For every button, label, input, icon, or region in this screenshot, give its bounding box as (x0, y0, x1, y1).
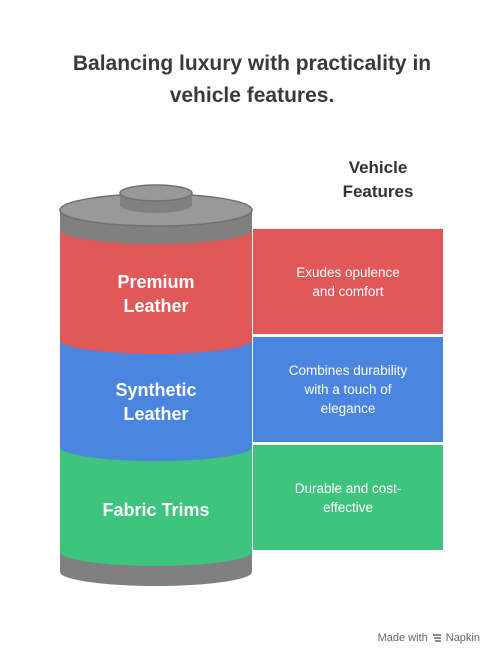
synthetic-desc-line-3: elegance (320, 401, 376, 416)
napkin-brand-text: Napkin (445, 632, 480, 644)
synthetic-label-line-1: Synthetic (115, 380, 197, 400)
desc-synthetic-leather: Combines durability with a touch of eleg… (253, 361, 443, 418)
made-with-napkin-footer[interactable]: Made with Napkin (378, 632, 480, 644)
side-heading-line-1: Vehicle (348, 158, 408, 177)
synthetic-label-line-2: Leather (123, 404, 189, 424)
synthetic-desc-line-2: with a touch of (304, 382, 392, 397)
desc-box-synthetic-bg (253, 337, 443, 442)
segment-label-premium-leather: Premium Leather (60, 270, 252, 318)
side-heading-line-2: Features (342, 182, 414, 201)
napkin-logo-icon (432, 634, 441, 642)
premium-desc-line-1: Exudes opulence (296, 265, 400, 280)
desc-premium-leather: Exudes opulence and comfort (253, 263, 443, 301)
segment-label-synthetic-leather: Synthetic Leather (60, 378, 252, 426)
page-title: Balancing luxury with practicality in ve… (0, 48, 504, 112)
fabric-desc-line-2: effective (322, 500, 374, 515)
fabric-desc-line-1: Durable and cost- (294, 481, 402, 496)
made-with-text: Made with (377, 632, 428, 644)
premium-label-line-1: Premium (117, 272, 195, 292)
vehicle-features-heading: Vehicle Features (300, 156, 456, 204)
desc-box-fabric-bg (253, 445, 443, 550)
premium-desc-line-2: and comfort (312, 284, 384, 299)
synthetic-desc-line-1: Combines durability (288, 363, 408, 378)
fabric-label-line-1: Fabric Trims (102, 500, 210, 520)
segment-label-fabric-trims: Fabric Trims (60, 498, 252, 522)
desc-box-premium-bg (253, 229, 443, 334)
desc-fabric-trims: Durable and cost- effective (253, 479, 443, 517)
premium-label-line-2: Leather (123, 296, 189, 316)
title-line-1: Balancing luxury with practicality in (72, 52, 432, 75)
title-line-2: vehicle features. (169, 84, 335, 107)
cylinder-top-cap (59, 184, 253, 244)
